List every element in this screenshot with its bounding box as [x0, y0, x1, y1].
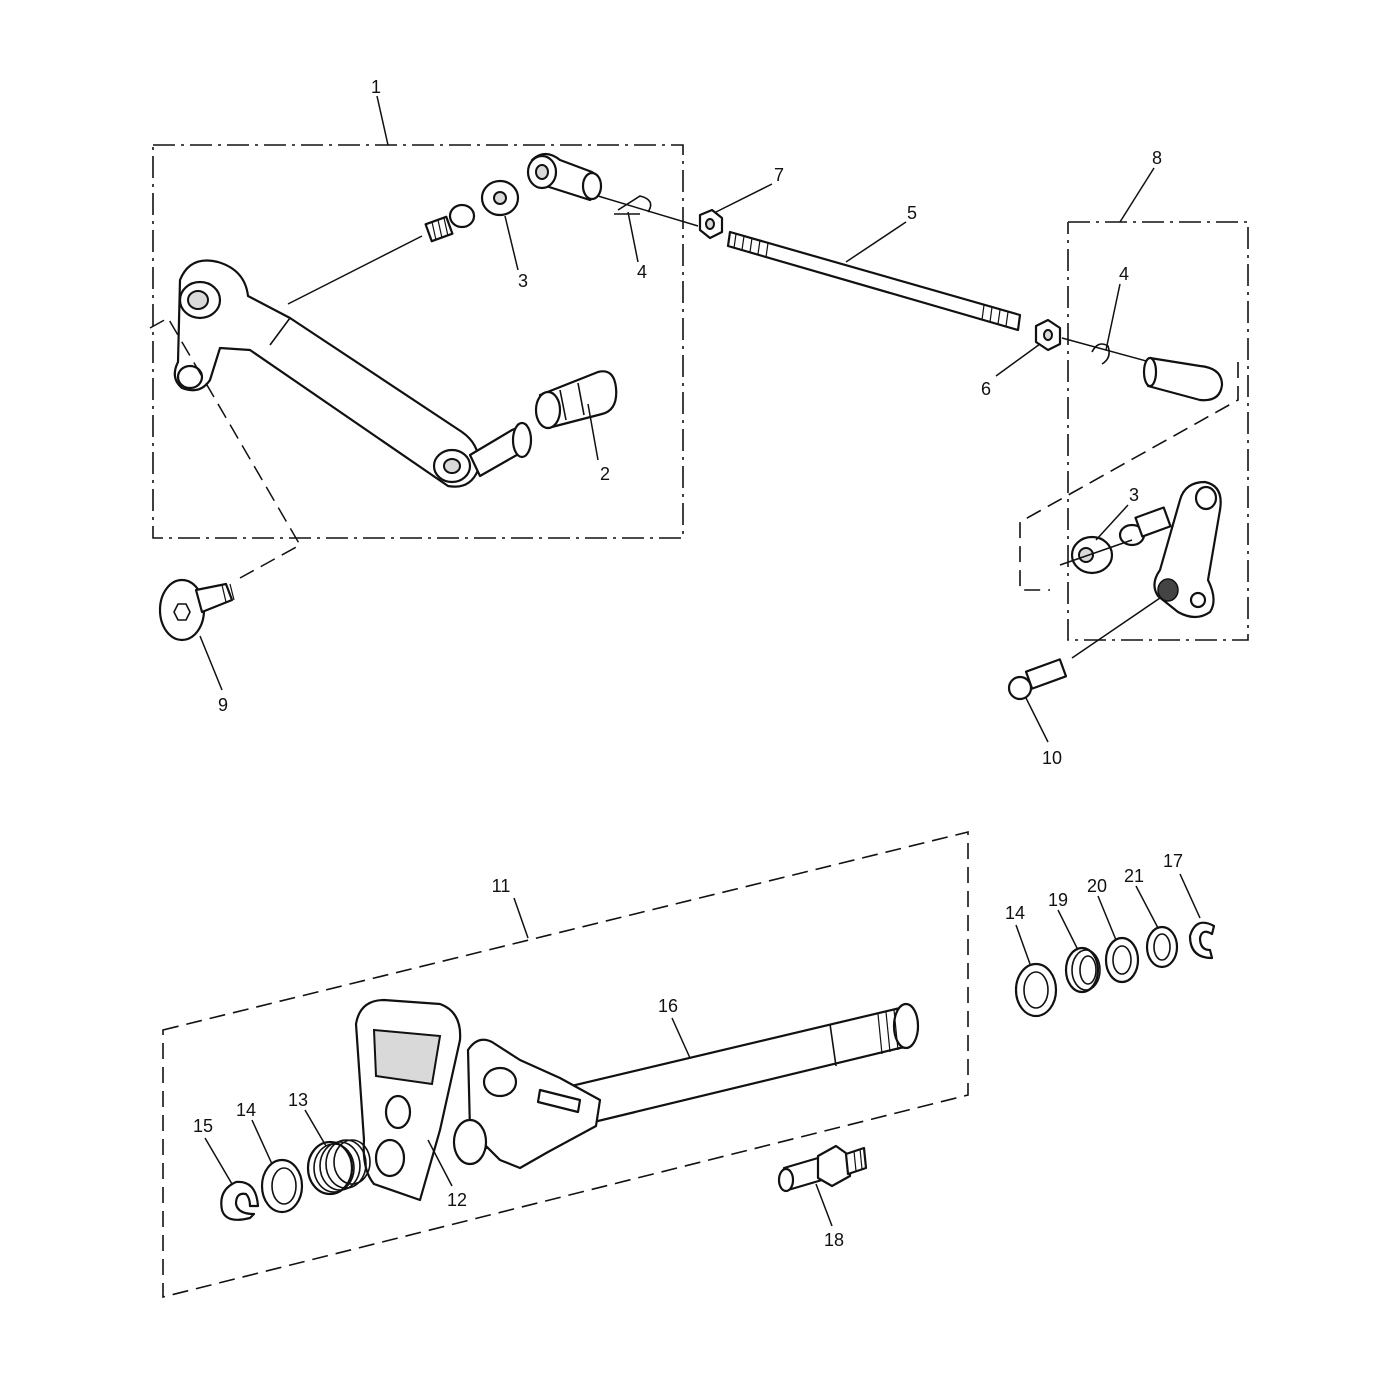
- callout-20: 20: [1087, 876, 1107, 896]
- pivot-bolt-part-9: [158, 578, 235, 642]
- callout-11: 11: [492, 876, 511, 896]
- callout-3a: 3: [518, 271, 528, 291]
- callout-4a: 4: [637, 262, 647, 282]
- assembly-8-boundary: [1067, 221, 1249, 641]
- assembly-11-boundary: [162, 830, 969, 1299]
- shift-arm-linkage: [1153, 480, 1222, 619]
- pivot-bolt-small-b: [1118, 506, 1172, 547]
- washer-part-14a: [260, 1158, 304, 1214]
- callout-labels: 1 2 3 4 7 5 8 4 6 3 9 10 11 16 12 13 14 …: [193, 77, 1183, 1250]
- clip-part-4b: [1091, 343, 1110, 365]
- nut-part-6: [1034, 318, 1062, 352]
- callout-6: 6: [981, 379, 991, 399]
- assembly-8-sub-boundary: [1019, 362, 1239, 591]
- pedal-rubber-part-2: [534, 370, 618, 430]
- clamp-bolt-part-10: [1007, 658, 1068, 701]
- callout-17: 17: [1163, 851, 1183, 871]
- clip-part-4a: [617, 195, 652, 213]
- callout-12: 12: [447, 1190, 467, 1210]
- callout-2: 2: [600, 464, 610, 484]
- gear-lever-arm: [173, 259, 480, 488]
- washer-part-14b: [1014, 962, 1058, 1018]
- selector-mechanism-body: [452, 1038, 602, 1170]
- washer-part-20: [1104, 936, 1140, 984]
- callout-21: 21: [1124, 866, 1144, 886]
- callout-16: 16: [658, 996, 678, 1016]
- callout-1: 1: [371, 77, 381, 97]
- callout-8: 8: [1152, 148, 1162, 168]
- callout-14b: 14: [1005, 903, 1025, 923]
- leader-lines: [199, 95, 1201, 1227]
- callout-5: 5: [907, 203, 917, 223]
- rod-end-eye: [526, 152, 603, 202]
- pivot-bolt-small: [424, 203, 476, 243]
- assembly-1-boundary: [152, 144, 684, 539]
- return-spring-part-13: [306, 1139, 371, 1196]
- footrest-peg-shaft: [468, 421, 533, 478]
- shift-rod-part-5: [726, 230, 1022, 332]
- callout-19: 19: [1048, 890, 1068, 910]
- circlip-part-17: [1188, 921, 1216, 960]
- callout-10: 10: [1042, 748, 1062, 768]
- nut-part-7: [698, 208, 724, 240]
- callout-15: 15: [193, 1116, 213, 1136]
- washer-part-21: [1145, 925, 1179, 969]
- callout-9: 9: [218, 695, 228, 715]
- oil-seal-part-19: [1064, 946, 1101, 994]
- callout-4b: 4: [1119, 264, 1129, 284]
- callout-3b: 3: [1129, 485, 1139, 505]
- callout-7: 7: [774, 165, 784, 185]
- circlip-part-15: [220, 1180, 260, 1221]
- selector-plate-part-12: [354, 998, 462, 1202]
- stopper-pin-part-18: [777, 1144, 868, 1193]
- callout-14a: 14: [236, 1100, 256, 1120]
- rod-end-ball-joint: [1142, 356, 1224, 402]
- spacer-washer-part-3a: [480, 179, 520, 217]
- callout-18: 18: [824, 1230, 844, 1250]
- callout-13: 13: [288, 1090, 308, 1110]
- spacer-washer-part-3b: [1070, 535, 1114, 575]
